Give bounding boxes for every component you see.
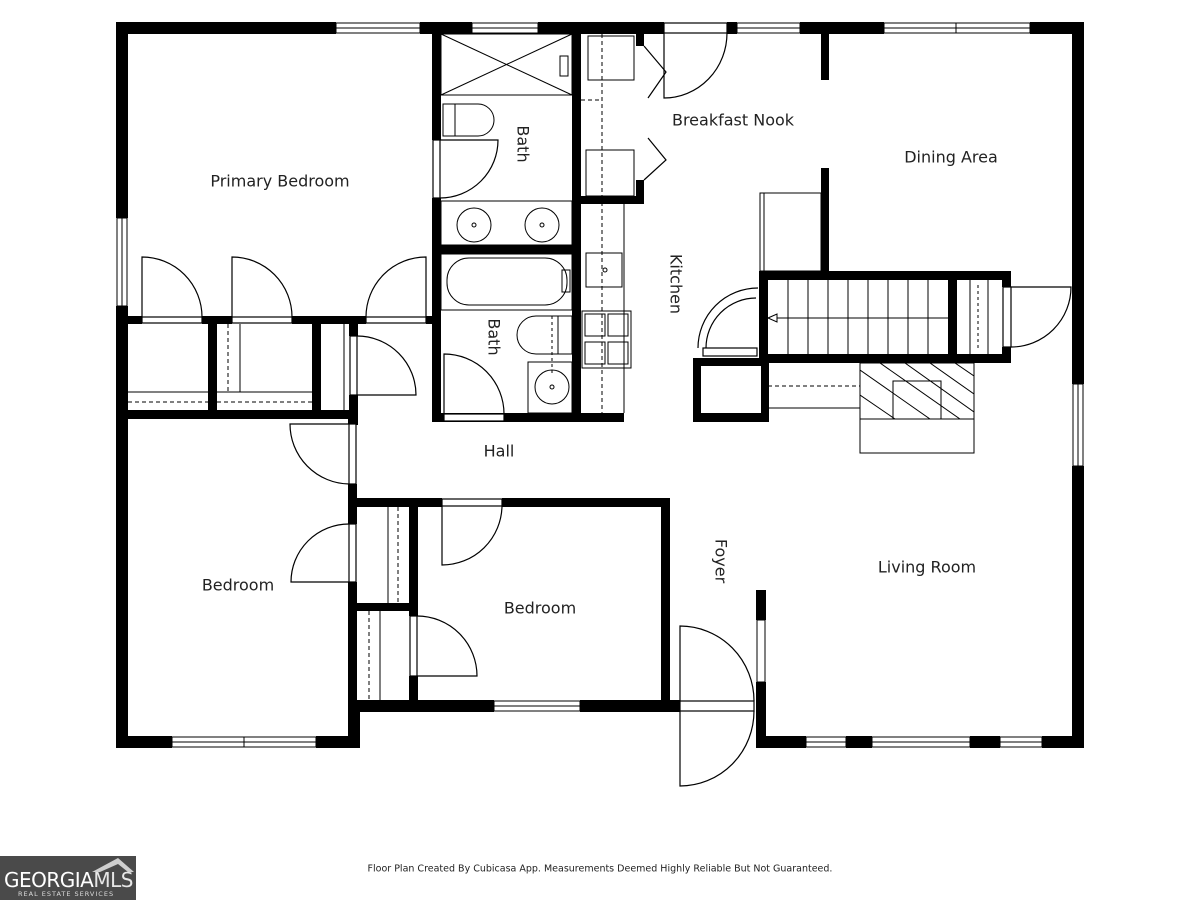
doors [141,22,1072,787]
disclaimer-note: Floor Plan Created By Cubicasa App. Meas… [367,863,833,875]
logo-wordmark-thin: MLS [93,868,133,892]
fixtures [128,33,989,700]
room-label-primary-bedroom: Primary Bedroom [210,171,350,191]
room-label-bath-hall: Bath [484,318,504,356]
room-label-living-room: Living Room [877,557,977,577]
room-label-breakfast-nook: Breakfast Nook [671,110,795,130]
room-label-bedroom-left: Bedroom [201,575,275,595]
logo-tagline: REAL ESTATE SERVICES [18,890,115,898]
roof-icon [92,858,134,872]
room-label-hall: Hall [483,441,515,461]
room-label-foyer: Foyer [711,538,731,584]
room-label-kitchen: Kitchen [666,253,686,315]
room-label-bedroom-center: Bedroom [503,598,577,618]
fireplace [768,362,975,454]
georgia-mls-logo: GEORGIAMLS REAL ESTATE SERVICES [0,856,136,900]
logo-wordmark: GEORGIAMLS [4,868,133,892]
staircase [766,280,989,354]
interior-walls [116,22,1011,712]
exterior-walls [116,22,1084,748]
logo-wordmark-bold: GEORGIA [4,868,94,892]
windows [116,22,1084,748]
room-label-bath-primary: Bath [513,125,533,163]
room-label-dining-area: Dining Area [904,147,998,167]
